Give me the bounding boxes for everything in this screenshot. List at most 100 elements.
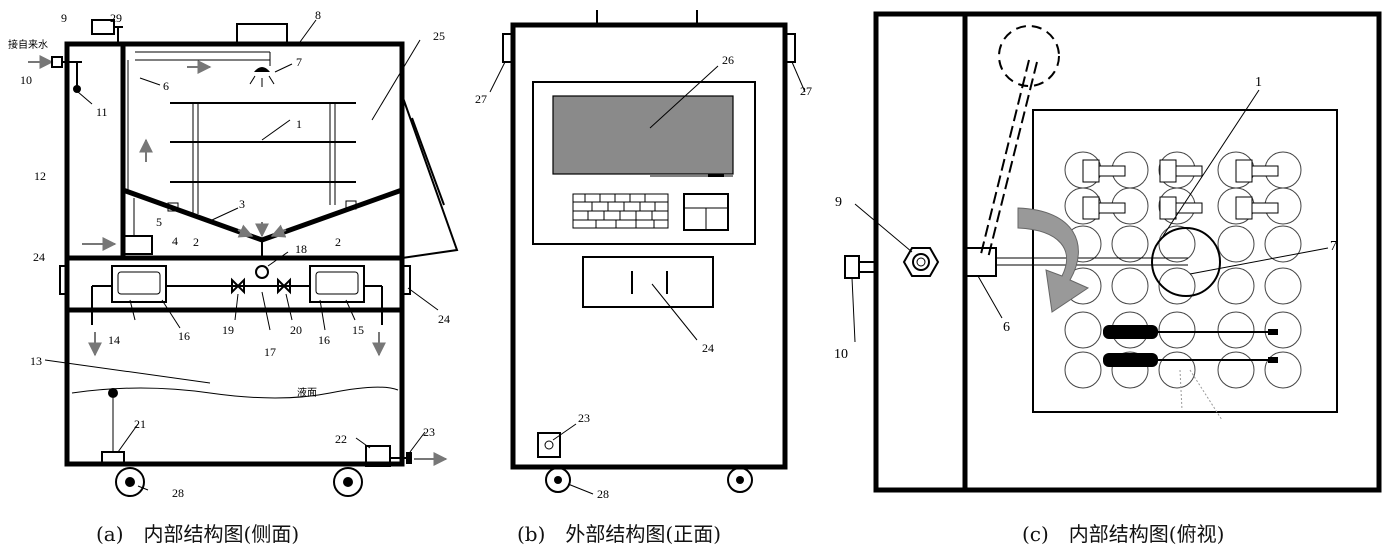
front-label-27-left: 27 <box>475 92 487 106</box>
label-14: 14 <box>108 333 120 347</box>
label-20: 20 <box>290 323 302 337</box>
label-1: 1 <box>296 117 302 131</box>
label-3: 3 <box>239 197 245 211</box>
top-handle <box>236 23 288 45</box>
label-18: 18 <box>295 242 307 256</box>
screwdriver-group <box>1103 325 1278 421</box>
tray-hole <box>1217 351 1255 389</box>
cabinet-front <box>510 22 788 470</box>
label-5: 5 <box>156 215 162 229</box>
pump <box>123 235 153 255</box>
label-25: 25 <box>433 29 445 43</box>
panel-top-view: 1 9 7 10 6 <box>834 11 1382 493</box>
float-sensor <box>101 451 125 465</box>
front-label-26: 26 <box>722 53 734 67</box>
label-2-left: 2 <box>193 235 199 249</box>
label-19: 19 <box>222 323 234 337</box>
label-16-right: 16 <box>318 333 330 347</box>
access-panel <box>582 256 714 308</box>
tray-hole <box>1064 311 1102 349</box>
top-label-7: 7 <box>1330 239 1337 254</box>
hex-nut <box>902 247 940 277</box>
label-29: 29 <box>110 11 122 25</box>
liquid-level-line <box>71 386 399 399</box>
label-10: 10 <box>20 73 32 87</box>
tray-hole <box>1217 267 1255 305</box>
tray-hole <box>1158 351 1196 389</box>
tray-hole <box>1217 311 1255 349</box>
label-9: 9 <box>61 11 67 25</box>
front-label-27-right: 27 <box>800 84 812 98</box>
wash-tray <box>1032 109 1338 413</box>
label-16-left: 16 <box>178 329 190 343</box>
front-wheel-right <box>727 467 753 493</box>
keypad <box>572 193 669 229</box>
label-11: 11 <box>96 105 108 119</box>
door <box>401 94 459 259</box>
front-label-28: 28 <box>597 487 609 501</box>
caption-side-view: (a) 内部结构图(侧面) <box>96 522 300 546</box>
label-15: 15 <box>352 323 364 337</box>
bolt-group <box>1082 159 1279 220</box>
cabinet-frame <box>64 41 405 467</box>
tray-hole <box>1264 311 1302 349</box>
display-screen <box>552 95 734 175</box>
front-label-24: 24 <box>702 341 714 355</box>
tray-hole <box>1264 267 1302 305</box>
label-8: 8 <box>315 8 321 22</box>
top-label-1: 1 <box>1255 75 1262 90</box>
label-13: 13 <box>30 354 42 368</box>
top-label-9: 9 <box>835 195 842 210</box>
heater-14 <box>111 265 167 303</box>
label-24-left: 24 <box>33 250 45 264</box>
spray-nozzle <box>254 67 270 72</box>
external-bolt <box>844 255 860 279</box>
panel-side-view: 9 29 8 25 接自来水 10 6 7 11 1 12 5 3 2 2 4 … <box>8 8 459 500</box>
rotation-arrow <box>1017 207 1090 313</box>
label-28: 28 <box>172 486 184 500</box>
control-panel <box>532 81 756 245</box>
caption-front-view: (b) 外部结构图(正面) <box>517 522 722 546</box>
drain-valve <box>365 445 391 467</box>
cabinet-top <box>873 11 1382 493</box>
label-6: 6 <box>163 79 169 93</box>
label-7: 7 <box>296 55 302 69</box>
label-24-right: 24 <box>438 312 450 326</box>
tray-hole <box>1217 225 1255 263</box>
label-21: 21 <box>134 417 146 431</box>
wheel-right <box>333 467 363 497</box>
tray-hole <box>1264 351 1302 389</box>
tray-hole <box>1111 225 1149 263</box>
label-4: 4 <box>172 234 178 248</box>
label-17: 17 <box>264 345 276 359</box>
front-wheel-left <box>545 467 571 493</box>
inlet-text: 接自来水 <box>8 38 48 51</box>
valve-20 <box>277 277 291 295</box>
tray-hole <box>1064 351 1102 389</box>
arm-mount <box>965 247 997 277</box>
label-23: 23 <box>423 425 435 439</box>
tray-hole <box>1158 225 1196 263</box>
tray-hole <box>1158 311 1196 349</box>
top-label-6: 6 <box>1003 320 1010 335</box>
label-12: 12 <box>34 169 46 183</box>
liquid-level-text: 液面 <box>297 386 317 399</box>
tray-hole <box>1158 267 1196 305</box>
tray-hole <box>1264 225 1302 263</box>
front-label-23: 23 <box>578 411 590 425</box>
drain-outlet <box>537 432 561 458</box>
wheel-left <box>115 467 145 497</box>
caption-top-view: (c) 内部结构图(俯视) <box>1022 522 1225 546</box>
heater-15 <box>309 265 365 303</box>
valve-19 <box>231 277 245 295</box>
panel-front-view: 27 27 26 24 23 28 <box>475 10 812 501</box>
tray-hole <box>1111 267 1149 305</box>
tray-hole-grid <box>1064 151 1302 389</box>
rotating-nozzle <box>1151 227 1221 297</box>
label-2-right: 2 <box>335 235 341 249</box>
top-label-10: 10 <box>834 347 848 362</box>
label-22: 22 <box>335 432 347 446</box>
inlet-valve <box>51 56 63 68</box>
tray-hole <box>1111 351 1149 389</box>
